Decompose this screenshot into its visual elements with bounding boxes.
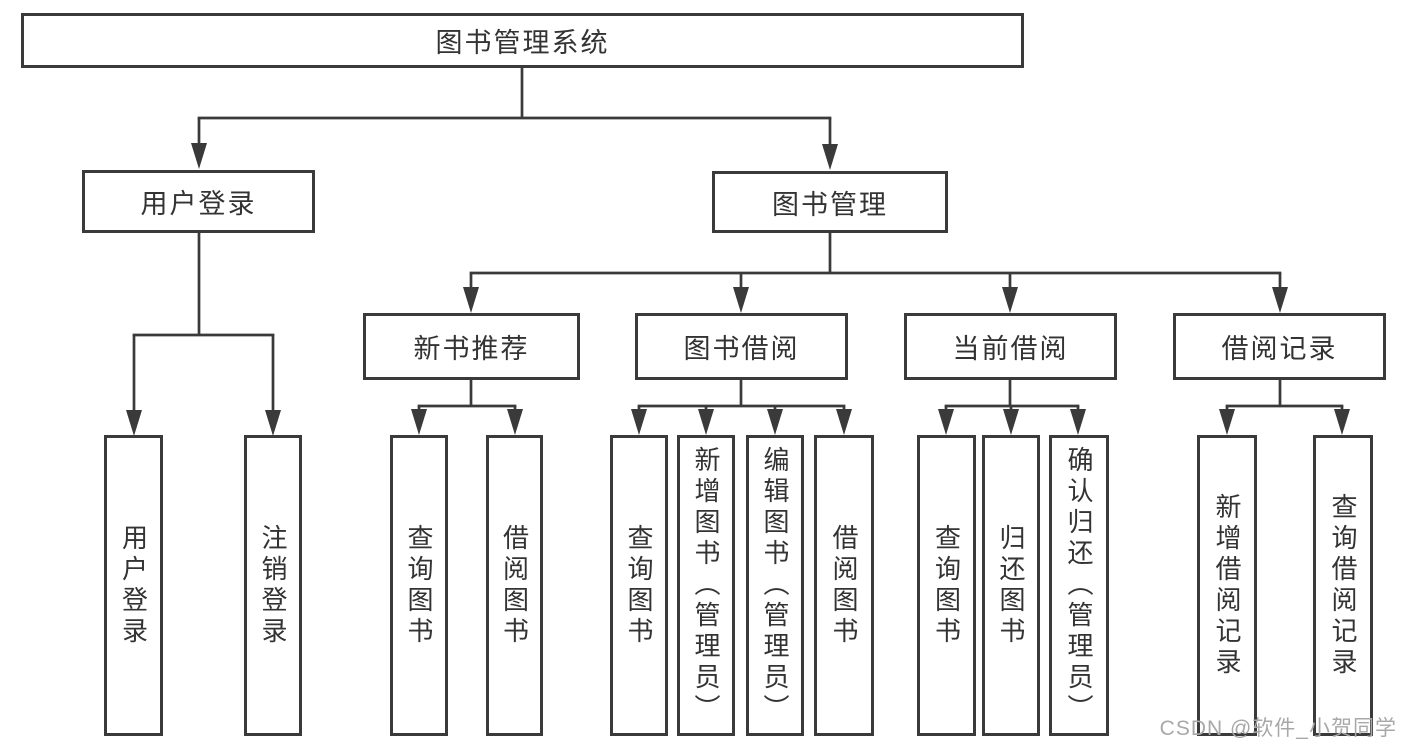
leaf-user-login: 用户登录 — [104, 435, 163, 736]
node-root-system-label: 图书管理系统 — [435, 28, 610, 58]
node-book-borrowing-label: 图书借阅 — [683, 334, 800, 364]
node-book-borrowing: 图书借阅 — [635, 313, 848, 380]
node-current-borrowing: 当前借阅 — [904, 313, 1117, 380]
leaf-borrowing-edit-books-admin-label: 编辑图书（管理员） — [760, 446, 790, 725]
leaf-records-add-record-label: 新增借阅记录 — [1212, 492, 1242, 679]
leaf-logout-label: 注销登录 — [258, 523, 288, 648]
leaf-borrowing-borrow-books: 借阅图书 — [814, 435, 874, 736]
node-root-system: 图书管理系统 — [21, 13, 1024, 68]
leaf-borrowing-query-books-label: 查询图书 — [624, 523, 654, 648]
leaf-current-return-books: 归还图书 — [982, 435, 1040, 736]
node-user-login-label: 用户登录 — [140, 189, 257, 219]
leaf-borrowing-add-books-admin-label: 新增图书（管理员） — [691, 446, 721, 725]
node-borrow-records: 借阅记录 — [1173, 313, 1386, 380]
leaf-records-query-record: 查询借阅记录 — [1313, 435, 1373, 736]
node-new-book-recommend-label: 新书推荐 — [413, 334, 530, 364]
node-borrow-records-label: 借阅记录 — [1221, 334, 1338, 364]
node-book-management-label: 图书管理 — [772, 189, 888, 220]
leaf-borrowing-borrow-books-label: 借阅图书 — [829, 523, 859, 648]
leaf-current-query-books-label: 查询图书 — [931, 523, 962, 648]
leaf-current-confirm-return-admin: 确认归还（管理员） — [1049, 435, 1109, 736]
node-user-login: 用户登录 — [82, 170, 315, 233]
csdn-watermark: CSDN @软件_小贺同学 — [1159, 717, 1397, 740]
node-new-book-recommend: 新书推荐 — [363, 313, 580, 380]
leaf-borrowing-query-books: 查询图书 — [610, 435, 668, 736]
leaf-current-return-books-label: 归还图书 — [996, 523, 1026, 648]
leaf-newbooks-borrow-books: 借阅图书 — [486, 435, 543, 736]
leaf-newbooks-borrow-books-label: 借阅图书 — [499, 523, 530, 648]
leaf-logout: 注销登录 — [244, 435, 302, 736]
leaf-user-login-label: 用户登录 — [118, 523, 149, 648]
leaf-newbooks-query-books-label: 查询图书 — [404, 523, 434, 648]
node-current-borrowing-label: 当前借阅 — [952, 334, 1069, 364]
leaf-records-query-record-label: 查询借阅记录 — [1328, 492, 1358, 679]
leaf-newbooks-query-books: 查询图书 — [390, 435, 448, 736]
leaf-borrowing-edit-books-admin: 编辑图书（管理员） — [746, 435, 804, 736]
node-book-management: 图书管理 — [712, 171, 948, 233]
leaf-borrowing-add-books-admin: 新增图书（管理员） — [677, 435, 735, 736]
leaf-current-query-books: 查询图书 — [917, 435, 976, 736]
leaf-records-add-record: 新增借阅记录 — [1197, 435, 1257, 736]
leaf-current-confirm-return-admin-label: 确认归还（管理员） — [1064, 446, 1094, 725]
